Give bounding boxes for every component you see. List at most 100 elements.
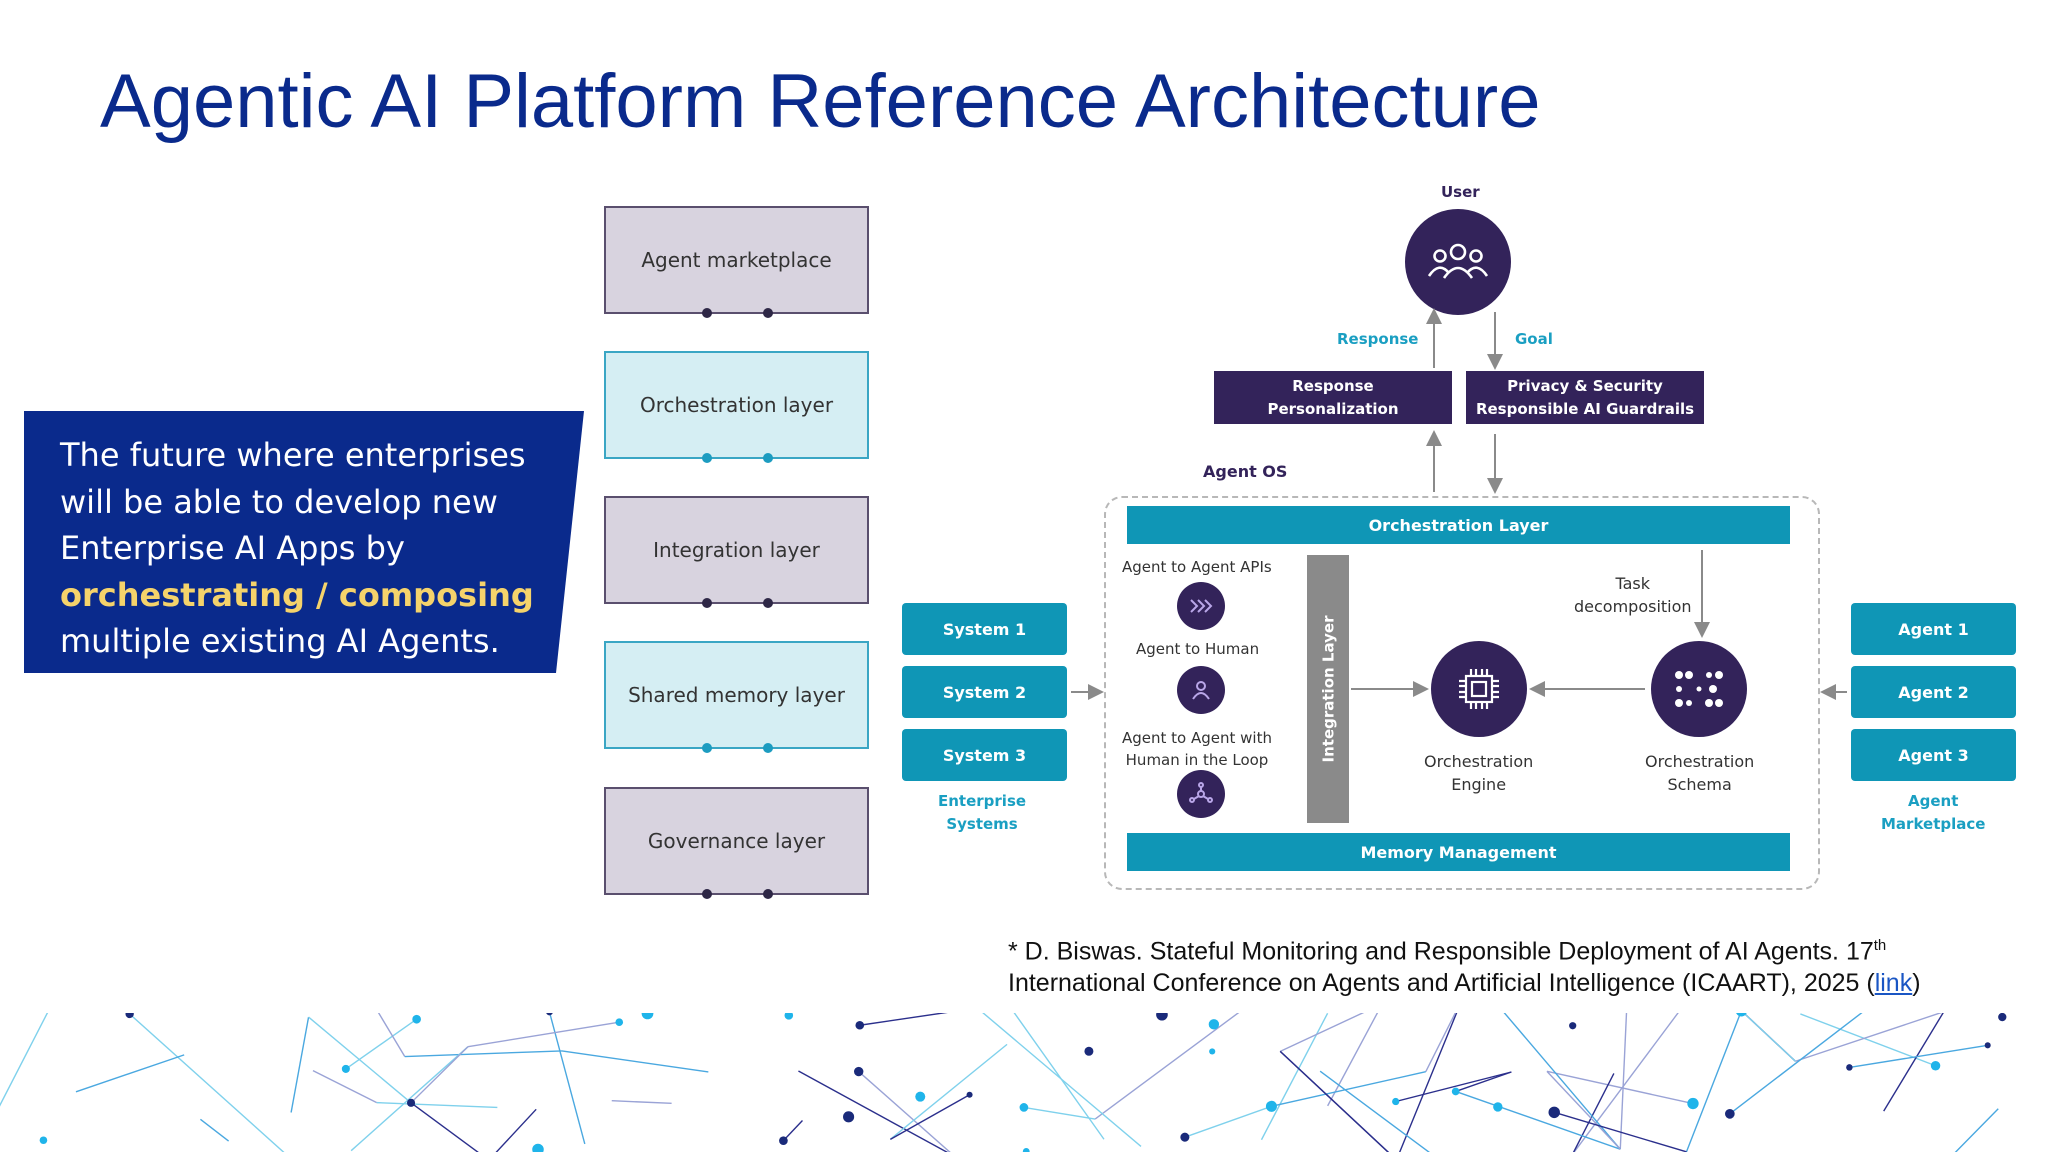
network-node (341, 1064, 350, 1073)
box-line: Responsible AI Guardrails (1475, 399, 1695, 418)
network-node (1998, 1013, 2007, 1022)
network-line (410, 1046, 469, 1104)
connector-dot (763, 598, 773, 608)
network-node (1736, 1013, 1747, 1017)
chip-icon (1431, 641, 1527, 737)
network-node (1548, 1106, 1560, 1119)
schema-dots-icon (1651, 641, 1747, 737)
stack-label: Agent marketplace (641, 248, 832, 272)
network-node (784, 1013, 794, 1020)
network-node (1687, 1097, 1699, 1110)
callout-line-1: The future where enterprises (60, 436, 526, 474)
network-line (1023, 1106, 1096, 1120)
label-line: decomposition (1574, 597, 1692, 616)
label-line: Human in the Loop (1125, 751, 1269, 769)
system-1: System 1 (902, 603, 1067, 655)
network-line (782, 1120, 803, 1142)
integration-layer-bar (1307, 555, 1349, 823)
network-node (1180, 1132, 1190, 1142)
network-line (467, 1021, 620, 1048)
network-line (561, 1050, 709, 1073)
callout-line-2: will be able to develop new (60, 482, 498, 521)
network-node (915, 1091, 926, 1102)
system-3: System 3 (902, 729, 1067, 781)
network-line (290, 1016, 310, 1113)
connector-dot (763, 308, 773, 318)
network-line (1455, 1090, 1621, 1150)
network-line (410, 1102, 479, 1152)
connector-dot (763, 453, 773, 463)
network-line (1013, 1013, 1105, 1140)
chevrons-icon (1177, 582, 1225, 630)
network-line (1619, 1013, 1628, 1150)
agent-1: Agent 1 (1851, 603, 2016, 655)
network-line (1849, 1044, 1988, 1069)
label-line: Marketplace (1881, 815, 1986, 833)
network-line (1271, 1071, 1426, 1108)
network-node (546, 1013, 553, 1016)
network-line (1729, 1013, 1863, 1115)
network-line (345, 1018, 418, 1070)
network-line (1546, 1070, 1694, 1105)
box-line: Privacy & Security (1507, 376, 1663, 395)
citation-text-2: International Conference on Agents and A… (1008, 969, 1875, 998)
network-node (854, 1066, 864, 1077)
network-line (1795, 1013, 1943, 1062)
network-node (1209, 1048, 1216, 1055)
network-node (855, 1020, 865, 1030)
connector-dot (702, 308, 712, 318)
network-line (1554, 1111, 1687, 1152)
label-line: Engine (1451, 775, 1507, 794)
network-node (1493, 1102, 1503, 1112)
network-line (1573, 1013, 1679, 1152)
stack-shared-memory-layer: Shared memory layer (604, 641, 869, 753)
network-line (1572, 1073, 1615, 1152)
stack-agent-marketplace: Agent marketplace (604, 206, 869, 318)
network-line (1398, 1013, 1458, 1152)
network-line (1742, 1013, 1796, 1062)
label-line: Orchestration (1424, 752, 1534, 771)
network-line (312, 1070, 378, 1104)
network-node (1984, 1042, 1991, 1049)
stack-integration-layer: Integration layer (604, 496, 869, 608)
network-line (1279, 1050, 1390, 1152)
page-title: Agentic AI Platform Reference Architectu… (100, 59, 1541, 144)
network-line (129, 1013, 285, 1152)
network-line (1883, 1013, 1944, 1112)
response-label: Response (1337, 330, 1419, 348)
network-line (858, 1071, 951, 1152)
citation-link[interactable]: link (1874, 969, 1913, 998)
label-line: Agent to Agent with (1122, 729, 1272, 747)
box-line: Response (1292, 376, 1374, 395)
integration-layer-label-wrap: Integration Layer (1307, 555, 1349, 823)
label-line: Task (1615, 574, 1651, 593)
citation-sup: th (1873, 937, 1887, 954)
network-node (615, 1018, 624, 1027)
agent-os-frame (1104, 496, 1820, 890)
network-line (890, 1094, 970, 1140)
network-line (1279, 1050, 1390, 1152)
network-node (125, 1013, 134, 1019)
network-line (376, 1101, 498, 1109)
network-line (798, 1070, 949, 1152)
citation-text-3: ) (1912, 969, 1921, 998)
network-node (39, 1136, 48, 1145)
network-line (1954, 1108, 1999, 1152)
network-line (199, 1118, 230, 1142)
network-node (1019, 1103, 1029, 1112)
connector-dot (763, 743, 773, 753)
network-line (1279, 1013, 1365, 1053)
network-line (495, 1108, 537, 1152)
stack-label: Orchestration layer (639, 393, 834, 417)
callout-panel (24, 411, 584, 673)
network-node (1156, 1013, 1168, 1021)
network-node (641, 1013, 654, 1020)
agent-3: Agent 3 (1851, 729, 2016, 781)
network-node (1846, 1064, 1853, 1071)
citation: * D. Biswas. Stateful Monitoring and Res… (1008, 930, 2008, 999)
network-node (412, 1014, 421, 1024)
